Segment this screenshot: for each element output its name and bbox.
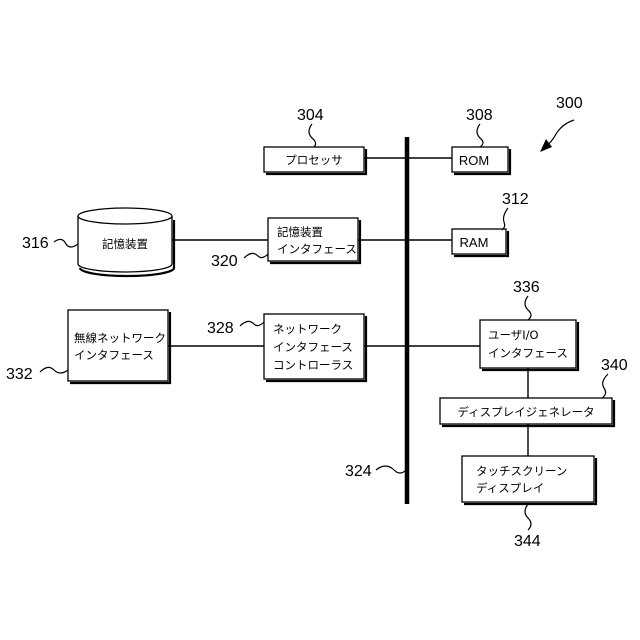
figure-ref-arrowhead [540, 139, 552, 152]
storage-interface-block: 記憶装置 インタフェース [268, 218, 360, 263]
figure-ref-label: 300 [556, 95, 583, 112]
storage-label: 記憶装置 [102, 237, 148, 251]
storage-interface-label-1: 記憶装置 [277, 225, 323, 239]
processor-ref: 304 [297, 107, 324, 124]
touchscreen-display-ref: 344 [514, 533, 541, 550]
wireless-interface-label-2: インタフェース [74, 348, 154, 362]
processor-label: プロセッサ [285, 153, 343, 167]
touchscreen-display-label-1: タッチスクリーン [476, 464, 567, 478]
wireless-interface-ref-leader [40, 367, 68, 373]
touchscreen-display-label-2: ディスプレイ [476, 481, 544, 495]
user-io-interface-ref-leader [525, 296, 531, 320]
display-generator-ref: 340 [601, 357, 628, 374]
storage-interface-label-2: インタフェース [277, 242, 357, 256]
storage-block: 記憶装置 [78, 208, 174, 276]
rom-label: ROM [459, 153, 489, 168]
wireless-interface-label-1: 無線ネットワーク [74, 331, 166, 345]
wireless-interface-block: 無線ネットワーク インタフェース [68, 310, 170, 383]
storage-interface-ref: 320 [211, 253, 238, 270]
ram-ref-leader [502, 208, 508, 230]
ram-ref: 312 [502, 191, 529, 208]
ram-label: RAM [460, 235, 489, 250]
storage-ref-leader [54, 239, 78, 247]
rom-block: ROM [452, 147, 510, 174]
user-io-interface-label-1: ユーザI/O [488, 328, 539, 342]
processor-block: プロセッサ [264, 147, 366, 174]
network-controller-ref-leader [240, 321, 264, 326]
touchscreen-display-block: タッチスクリーン ディスプレイ [462, 456, 596, 504]
ram-block: RAM [452, 229, 508, 256]
network-controller-label-1: ネットワーク [273, 322, 342, 336]
network-controller-label-3: コントローラス [273, 358, 353, 372]
display-generator-block: ディスプレイジェネレータ [440, 398, 614, 426]
bus-ref-label: 324 [345, 463, 372, 480]
rom-ref-leader [477, 124, 483, 147]
storage-ref: 316 [22, 235, 49, 252]
storage-interface-ref-leader [244, 253, 268, 258]
user-io-interface-block: ユーザI/O インタフェース [480, 320, 578, 370]
touchscreen-display-ref-leader [525, 504, 531, 530]
network-controller-label-2: インタフェース [273, 340, 353, 354]
display-generator-ref-leader [602, 374, 608, 398]
display-generator-label: ディスプレイジェネレータ [457, 405, 594, 419]
user-io-interface-label-2: インタフェース [488, 346, 568, 360]
network-controller-ref: 328 [207, 320, 234, 337]
wireless-interface-ref: 332 [6, 366, 33, 383]
user-io-interface-ref: 336 [513, 279, 540, 296]
bus-ref-leader [376, 466, 406, 473]
network-controller-block: ネットワーク インタフェース コントローラス [264, 314, 366, 381]
rom-ref: 308 [466, 107, 493, 124]
processor-ref-leader [309, 124, 316, 147]
